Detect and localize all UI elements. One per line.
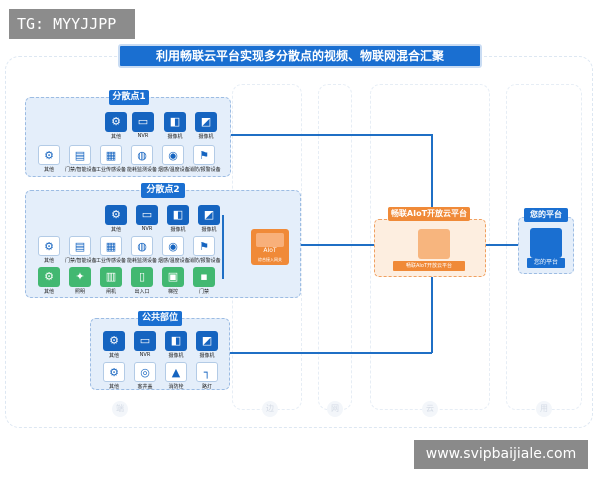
tile-label: 能耗监测设备: [127, 167, 158, 173]
aiot-cloud-label: 畅联AIoT开放云平台: [388, 207, 470, 221]
tile-label: NVR: [139, 352, 151, 358]
camera-icon: ◧: [165, 331, 187, 351]
alarm-icon: ⚑: [193, 236, 215, 256]
tile-label: 烟感/温度设备: [158, 167, 190, 173]
tile-label: 其他: [43, 167, 54, 173]
nvr-icon: ▭: [136, 205, 158, 225]
your-platform-label: 您的平台: [524, 208, 568, 222]
dome-camera-icon: ◩: [198, 205, 220, 225]
aiot-cloud-platform: [374, 219, 486, 277]
tile-label: 摄像机: [199, 353, 215, 359]
tile-label: 摄像机: [201, 227, 217, 233]
manhole-icon: ◎: [134, 362, 156, 382]
access-icon: ▤: [69, 145, 91, 165]
tile-label: 摄像机: [168, 353, 184, 359]
group-site-2-label: 分散点2: [141, 183, 185, 198]
connector-cloud-platform: [486, 244, 518, 246]
aiot-cloud-sublabel: 畅联AIoT开放云平台: [393, 261, 465, 271]
connector-group3-up: [431, 277, 433, 353]
aiot-gateway-label: AIoT: [263, 247, 277, 254]
tile-label: 梯控: [167, 289, 178, 295]
camera-icon: ◧: [167, 205, 189, 225]
tile-label: 消防栓: [168, 384, 184, 390]
tile-label: 摄像机: [167, 134, 183, 140]
footer-circle-end: 端: [112, 401, 128, 417]
hydrant-icon: ▲: [165, 362, 187, 382]
smoke-icon: ◉: [162, 236, 184, 256]
cloud-server-icon: [418, 229, 450, 259]
tile-label: 工业传感设备: [96, 167, 127, 173]
gear-icon: ⚙: [103, 362, 125, 382]
dome-camera-icon: ◩: [195, 112, 217, 132]
sensor-icon: ▦: [100, 145, 122, 165]
tile-label: 门禁: [198, 289, 209, 295]
column-network-bg: [318, 84, 352, 410]
group2-bus: [222, 215, 224, 279]
connector-group3: [228, 352, 432, 354]
footer-circle-edge: 边: [262, 401, 278, 417]
elevator-icon: ▣: [162, 267, 184, 287]
dome-camera-icon: ◩: [196, 331, 218, 351]
alarm-icon: ⚑: [193, 145, 215, 165]
smoke-icon: ◉: [162, 145, 184, 165]
tile-label: 客井盖: [137, 384, 153, 390]
footer-circle-cloud: 云: [422, 401, 438, 417]
gear-icon: ⚙: [103, 331, 125, 351]
group-public-area-label: 公共部位: [138, 311, 182, 326]
nvr-icon: ▭: [134, 331, 156, 351]
gate-icon: ▥: [100, 267, 122, 287]
diagram-title: 利用畅联云平台实现多分散点的视频、物联网混合汇聚: [118, 44, 482, 68]
gear-icon: ⚙: [38, 145, 60, 165]
meter-icon: ◍: [131, 145, 153, 165]
streetlight-icon: ┐: [196, 362, 218, 382]
tile-label: NVR: [137, 133, 149, 139]
tile-label: 能耗监测设备: [127, 258, 158, 264]
tile-label: 闸机: [105, 289, 116, 295]
sensor-icon: ▦: [100, 236, 122, 256]
tile-label: 门禁/智能设备: [65, 167, 97, 173]
gateway-icon: [256, 233, 284, 247]
gear-icon: ⚙: [38, 267, 60, 287]
tile-label: 照明: [74, 289, 85, 295]
footer-circle-app: 用: [536, 401, 552, 417]
connector-group1-down: [431, 134, 433, 220]
lock-icon: ▪: [193, 267, 215, 287]
group-public-area: 公共部位 ⚙ 其他 ▭ NVR ◧ 摄像机 ◩ 摄像机 ⚙ 其他 ◎ 客井盖 ▲…: [90, 311, 230, 390]
tile-label: 其他: [108, 353, 119, 359]
door-icon: ▯: [131, 267, 153, 287]
tile-label: 其他: [110, 134, 121, 140]
tile-label: 烟感/温度设备: [158, 258, 190, 264]
aiot-gateway-sublabel: 综合接入网关: [258, 257, 282, 262]
tile-label: 摄像机: [198, 134, 214, 140]
tile-label: 路灯: [201, 384, 212, 390]
watermark-url: www.svipbaijiale.com: [414, 440, 588, 469]
group-site-1: 分散点1 ⚙ 其他 ▭ NVR ◧ 摄像机 ◩ 摄像机 ⚙ 其他 ▤ 门禁/智能…: [25, 90, 231, 177]
gear-icon: ⚙: [105, 205, 127, 225]
tile-label: 消防/报警设备: [189, 258, 221, 264]
tile-label: 出入口: [134, 289, 150, 295]
tile-label: NVR: [141, 226, 153, 232]
connector-group1: [228, 134, 432, 136]
tile-label: 其他: [43, 289, 54, 295]
tile-label: 门禁/智能设备: [65, 258, 97, 264]
connector-gateway-cloud: [289, 244, 374, 246]
footer-circle-network: 网: [327, 401, 343, 417]
nvr-icon: ▭: [132, 112, 154, 132]
tile-label: 工业传感设备: [96, 258, 127, 264]
light-icon: ✦: [69, 267, 91, 287]
tile-label: 其他: [110, 227, 121, 233]
tile-label: 其他: [108, 384, 119, 390]
group-site-1-label: 分散点1: [109, 90, 149, 105]
meter-icon: ◍: [131, 236, 153, 256]
gear-icon: ⚙: [105, 112, 127, 132]
your-platform-sublabel: 您的平台: [527, 258, 565, 268]
access-icon: ▤: [69, 236, 91, 256]
tile-label: 其他: [43, 258, 54, 264]
camera-icon: ◧: [164, 112, 186, 132]
platform-cube-icon: [530, 228, 562, 258]
gear-icon: ⚙: [38, 236, 60, 256]
tile-label: 摄像机: [170, 227, 186, 233]
tile-label: 消防/报警设备: [189, 167, 221, 173]
source-tag: TG: MYYJJPP: [9, 9, 135, 39]
